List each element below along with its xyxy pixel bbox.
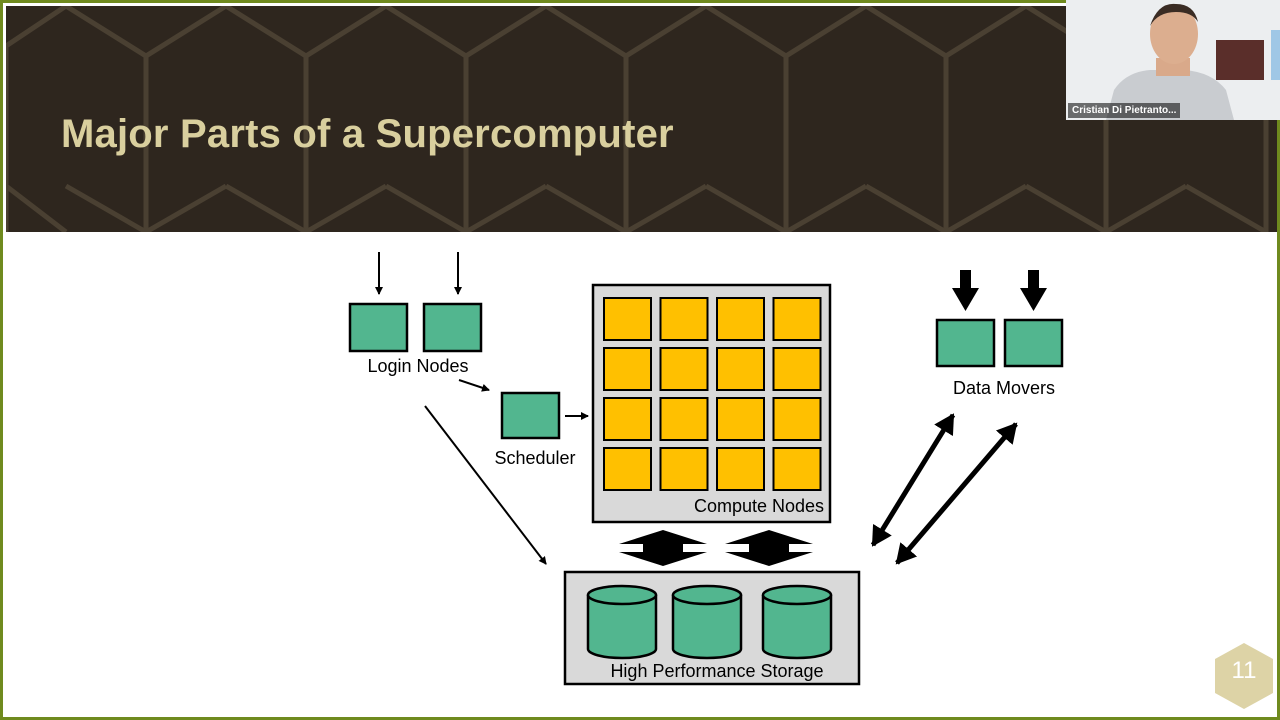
data-mover-node: [1003, 318, 1064, 368]
person-video-icon: [1066, 0, 1280, 120]
data-mover-input-arrow: [952, 270, 979, 311]
storage-group: High Performance Storage: [563, 570, 861, 686]
data-mover-input-arrow: [1020, 270, 1047, 311]
scheduler-label: Scheduler: [494, 448, 575, 468]
compute-node: [659, 347, 709, 391]
slide-header: Major Parts of a Supercomputer: [6, 6, 1277, 232]
compute-node: [772, 297, 822, 341]
login-nodes-group: Login Nodes: [348, 252, 483, 376]
compute-node: [772, 347, 822, 391]
storage-disk-icon: [761, 584, 833, 660]
datamover-storage-arrow: [870, 413, 956, 547]
storage-disk-icon: [671, 584, 743, 660]
storage-disk-icon: [586, 584, 658, 660]
header-pattern: [6, 6, 1277, 232]
compute-node: [603, 347, 652, 391]
login-node: [422, 302, 483, 353]
login-to-storage-arrow: [424, 405, 547, 565]
compute-node: [659, 397, 709, 441]
data-movers-group: Data Movers: [935, 270, 1064, 398]
slide-title: Major Parts of a Supercomputer: [61, 112, 674, 156]
compute-node: [716, 347, 765, 391]
participant-name: Cristian Di Pietranto...: [1068, 103, 1181, 118]
compute-node: [603, 297, 652, 341]
compute-node: [772, 447, 822, 491]
supercomputer-diagram: Login Nodes Scheduler Compute Nodes: [348, 252, 1064, 686]
compute-node: [716, 297, 765, 341]
data-movers-label: Data Movers: [953, 378, 1055, 398]
compute-node: [659, 447, 709, 491]
compute-node: [659, 297, 709, 341]
login-node: [348, 302, 409, 353]
compute-node: [603, 447, 652, 491]
storage-disks: [586, 584, 833, 660]
login-to-scheduler-arrow: [458, 379, 490, 392]
compute-node-grid: [603, 297, 822, 491]
page-number-badge: 11: [1215, 643, 1273, 709]
data-mover-node: [935, 318, 996, 368]
compute-storage-arrow: [619, 530, 707, 566]
storage-label: High Performance Storage: [610, 661, 823, 681]
compute-nodes-label: Compute Nodes: [694, 496, 824, 516]
compute-node: [603, 397, 652, 441]
compute-node: [716, 447, 765, 491]
datamover-storage-arrow: [895, 422, 1018, 565]
compute-node: [772, 397, 822, 441]
compute-storage-arrows: [619, 530, 813, 566]
compute-node: [716, 397, 765, 441]
login-nodes-label: Login Nodes: [367, 356, 468, 376]
participant-video-tile[interactable]: Cristian Di Pietranto...: [1066, 0, 1280, 120]
page-number: 11: [1231, 657, 1257, 684]
hexagon-badge-icon: [1215, 643, 1273, 709]
compute-nodes-group: Compute Nodes: [591, 283, 832, 524]
scheduler-group: Scheduler: [458, 379, 589, 468]
compute-storage-arrow: [725, 530, 813, 566]
scheduler-node: [500, 391, 561, 440]
